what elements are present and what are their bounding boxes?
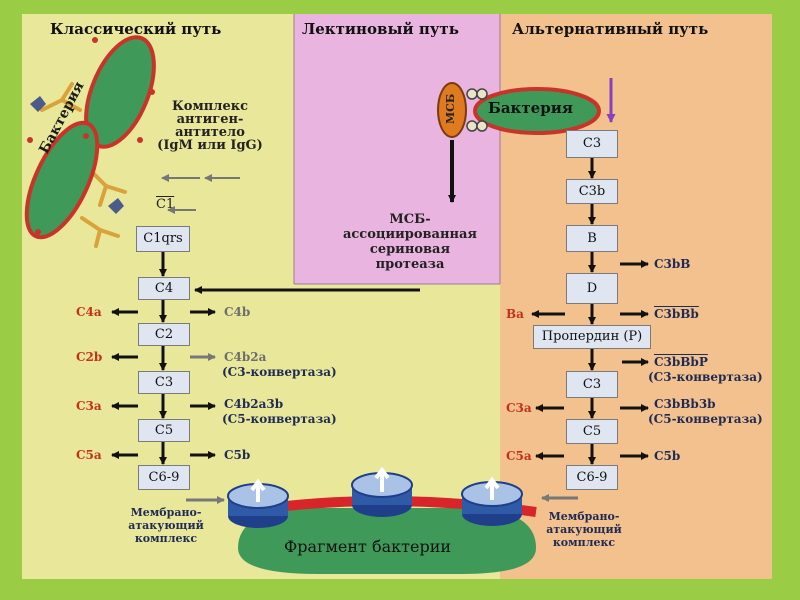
label-c4a: C4a bbox=[76, 305, 102, 319]
bacteria-cell-alternative bbox=[473, 87, 601, 135]
label-c4b: C4b bbox=[224, 305, 251, 319]
box-properdin: Пропердин (P) bbox=[533, 325, 651, 349]
label-c5b-classical: C5b bbox=[224, 448, 251, 462]
label-c5a-alternative: C5a bbox=[506, 449, 532, 463]
antigen-icon bbox=[30, 96, 124, 214]
label-c3bb: C3bB bbox=[654, 257, 691, 271]
complex-line-2: антиген- bbox=[176, 112, 244, 127]
antigen-antibody-complex-label: Комплекс антиген- антитело (IgM или IgG) bbox=[150, 100, 270, 152]
protease-line-4: протеаза bbox=[375, 257, 445, 272]
header-alternative: Альтернативный путь bbox=[512, 20, 709, 38]
lectin-panel bbox=[294, 14, 500, 284]
bacteria-fragment-label: Фрагмент бактерии bbox=[284, 537, 452, 556]
msb-protease-label: МСБ- ассоциированная сериновая протеаза bbox=[330, 212, 490, 272]
box-c1qrs: C1qrs bbox=[136, 226, 190, 252]
label-c5-convertase-alternative: (C5-конвертаза) bbox=[648, 412, 763, 426]
complex-line-1: Комплекс bbox=[171, 99, 249, 114]
label-c3a-classical: C3a bbox=[76, 399, 102, 413]
msb-label: МСБ bbox=[444, 93, 457, 124]
box-c3-classical: C3 bbox=[138, 371, 190, 394]
header-lectin: Лектиновый путь bbox=[302, 20, 459, 38]
msb-molecule bbox=[437, 82, 467, 138]
mac-classical-line-3: комплекс bbox=[134, 532, 198, 545]
mac-label-classical: Мембрано- атакующий комплекс bbox=[118, 506, 214, 545]
mac-classical-line-1: Мембрано- bbox=[130, 506, 202, 519]
box-c2: C2 bbox=[138, 323, 190, 346]
complex-line-4: (IgM или IgG) bbox=[157, 138, 263, 153]
box-c3b: C3b bbox=[566, 179, 618, 204]
label-c5b-alternative: C5b bbox=[654, 449, 681, 463]
label-c5a-classical: C5a bbox=[76, 448, 102, 462]
label-c3-convertase-classical: (C3-конвертаза) bbox=[222, 365, 337, 379]
label-c5-convertase-classical: (C5-конвертаза) bbox=[222, 412, 337, 426]
box-c4: C4 bbox=[138, 277, 190, 300]
antibody-icon bbox=[40, 82, 127, 248]
box-c5-alternative: C5 bbox=[566, 419, 618, 444]
bacteria-label-alternative: Бактерия bbox=[488, 99, 573, 117]
bacteria-cell-lower bbox=[24, 120, 100, 240]
bacteria-fragment-shape bbox=[238, 508, 536, 574]
c1-label: C1 bbox=[156, 197, 175, 212]
complex-line-3: антитело bbox=[175, 125, 245, 140]
box-c3-alternative-2: C3 bbox=[566, 371, 618, 398]
box-d: D bbox=[566, 273, 618, 304]
box-b: B bbox=[566, 225, 618, 252]
box-c5-classical: C5 bbox=[138, 419, 190, 442]
label-c3bbbp: C3bBbP bbox=[654, 355, 708, 369]
box-c3-alternative: C3 bbox=[566, 130, 618, 158]
label-c4b2a3b: C4b2a3b bbox=[224, 397, 284, 411]
mac-classical-line-2: атакующий bbox=[128, 519, 204, 532]
membrane-attack-complex-icon bbox=[227, 466, 523, 528]
label-c3bbb3b: C3bBb3b bbox=[654, 397, 716, 411]
header-classical: Классический путь bbox=[50, 20, 222, 38]
label-c2b: C2b bbox=[76, 350, 103, 364]
label-c4b2a: C4b2a bbox=[224, 350, 267, 364]
box-c69-classical: C6-9 bbox=[138, 465, 190, 490]
mac-alternative-line-3: комплекс bbox=[552, 536, 616, 549]
protease-line-2: ассоциированная bbox=[342, 227, 478, 242]
protease-line-1: МСБ- bbox=[389, 212, 431, 227]
mac-alternative-line-1: Мембрано- bbox=[548, 510, 620, 523]
protease-line-3: сериновая bbox=[369, 242, 451, 257]
label-c3a-alternative: C3a bbox=[506, 401, 532, 415]
label-ba: Ba bbox=[506, 307, 524, 321]
mac-alternative-line-2: атакующий bbox=[546, 523, 622, 536]
label-c3bbb: C3bBb bbox=[654, 307, 699, 321]
label-c3-convertase-alternative: (C3-конвертаза) bbox=[648, 370, 763, 384]
box-c69-alternative: C6-9 bbox=[566, 465, 618, 490]
mac-label-alternative: Мембрано- атакующий комплекс bbox=[536, 510, 632, 549]
